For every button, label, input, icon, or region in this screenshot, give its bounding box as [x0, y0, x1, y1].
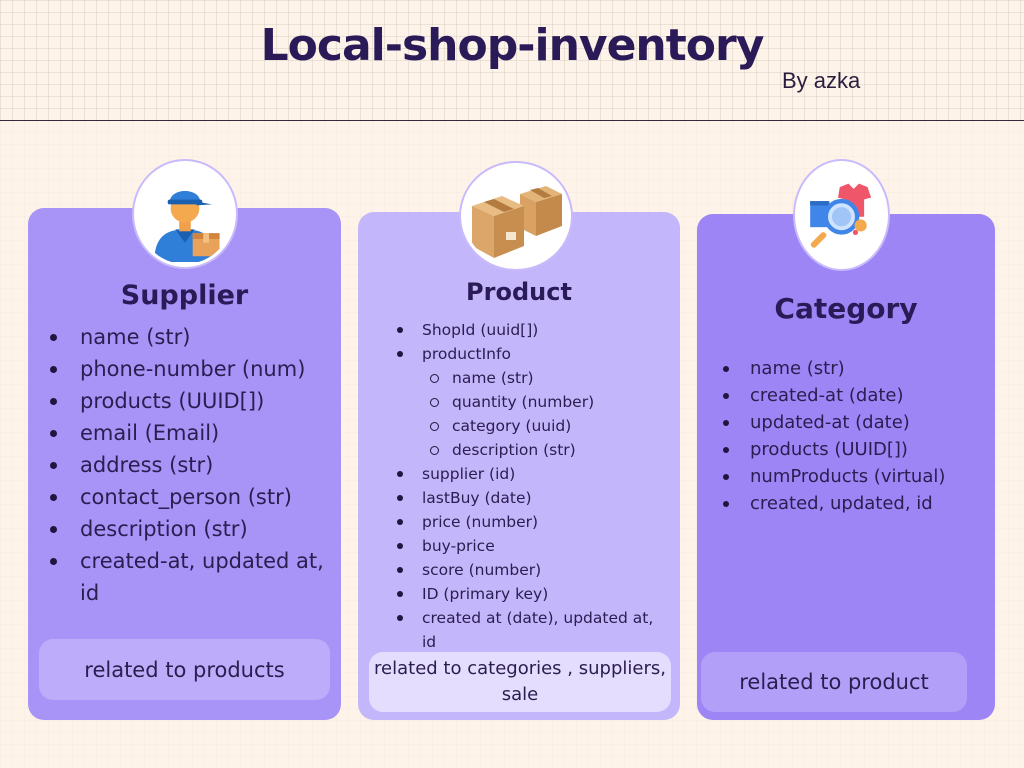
list-item: phone-number (num): [50, 353, 336, 385]
list-item: supplier (id): [397, 462, 672, 486]
list-item: numProducts (virtual): [723, 463, 982, 490]
sub-list-item: name (str): [430, 366, 672, 390]
product-title: Product: [466, 278, 572, 306]
list-item: description (str): [50, 513, 336, 545]
product-relation: related to categories , suppliers, sale: [369, 652, 671, 712]
cardboard-boxes-icon: [461, 163, 571, 269]
list-item: name (str): [723, 355, 982, 382]
list-item: contact_person (str): [50, 481, 336, 513]
page-title: Local-shop-inventory: [260, 20, 765, 71]
category-title: Category: [774, 292, 918, 325]
supplier-title: Supplier: [120, 280, 249, 311]
header-band: [0, 0, 1024, 121]
list-item: products (UUID[]): [723, 436, 982, 463]
list-item: address (str): [50, 449, 336, 481]
sub-list-item: description (str): [430, 438, 672, 462]
list-item: created, updated, id: [723, 490, 982, 517]
magnifier-clothes-icon: [795, 161, 888, 269]
sub-list-item: quantity (number): [430, 390, 672, 414]
list-item: created-at (date): [723, 382, 982, 409]
list-item: buy-price: [397, 534, 672, 558]
list-item: price (number): [397, 510, 672, 534]
sub-list-item: category (uuid): [430, 414, 672, 438]
list-item: products (UUID[]): [50, 385, 336, 417]
supplier-field-list: name (str) phone-number (num) products (…: [50, 321, 336, 609]
author-label: By azka: [782, 68, 861, 93]
category-relation: related to product: [701, 652, 967, 712]
list-item: ShopId (uuid[]): [397, 318, 672, 342]
list-item: productInfo name (str) quantity (number)…: [397, 342, 672, 462]
list-item-label: productInfo: [422, 345, 511, 363]
product-field-list: ShopId (uuid[]) productInfo name (str) q…: [397, 318, 672, 654]
category-field-list: name (str) created-at (date) updated-at …: [723, 355, 982, 517]
list-item: ID (primary key): [397, 582, 672, 606]
list-item: email (Email): [50, 417, 336, 449]
list-item: lastBuy (date): [397, 486, 672, 510]
list-item: created at (date), updated at, id: [397, 606, 672, 654]
delivery-person-icon: [134, 161, 236, 267]
category-card: [697, 214, 995, 720]
list-item: score (number): [397, 558, 672, 582]
list-item: created-at, updated at, id: [50, 545, 336, 609]
list-item: name (str): [50, 321, 336, 353]
supplier-relation: related to products: [39, 639, 330, 700]
list-item: updated-at (date): [723, 409, 982, 436]
supplier-card: [28, 208, 341, 720]
product-card: [358, 212, 680, 720]
product-info-sublist: name (str) quantity (number) category (u…: [430, 366, 672, 462]
